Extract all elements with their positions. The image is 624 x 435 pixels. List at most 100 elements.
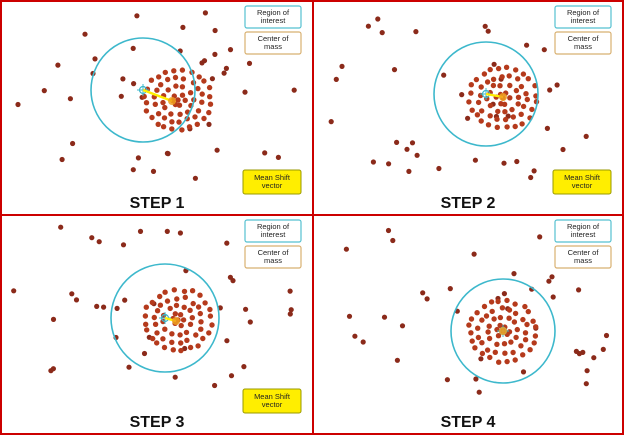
data-point — [520, 352, 526, 358]
data-point — [466, 99, 472, 105]
data-point — [479, 350, 486, 357]
data-point — [187, 90, 194, 96]
legend-msv-label: Mean Shift — [254, 392, 291, 401]
data-point — [530, 318, 536, 324]
data-point — [339, 63, 345, 69]
legend-roi-label: interest — [261, 230, 287, 239]
data-point — [201, 78, 207, 84]
data-point — [179, 127, 185, 133]
data-point — [502, 109, 508, 115]
data-point — [144, 327, 150, 333]
data-point — [154, 87, 160, 93]
data-point — [177, 230, 183, 236]
data-point — [519, 121, 525, 127]
data-point — [89, 235, 95, 241]
data-point — [603, 332, 610, 339]
data-point — [130, 167, 136, 173]
data-point — [483, 313, 490, 319]
data-point — [375, 16, 381, 22]
data-point — [15, 101, 21, 108]
data-point — [221, 70, 227, 76]
data-point — [504, 358, 510, 365]
data-point — [487, 102, 494, 109]
data-point — [230, 278, 236, 284]
data-point — [154, 330, 160, 336]
data-point — [550, 294, 556, 300]
data-point — [114, 305, 120, 311]
data-point — [212, 27, 218, 34]
data-point — [199, 91, 205, 97]
data-point — [187, 321, 194, 327]
data-point — [161, 344, 168, 351]
data-point — [478, 356, 484, 362]
data-point — [82, 31, 88, 37]
legend-com-label: mass — [264, 42, 282, 51]
data-point — [370, 159, 376, 165]
data-point — [414, 152, 420, 158]
data-point — [154, 340, 160, 346]
data-point — [152, 101, 158, 108]
data-point — [206, 330, 212, 336]
data-point — [518, 111, 524, 118]
data-point — [491, 61, 497, 67]
data-point — [487, 66, 493, 73]
data-point — [157, 302, 164, 308]
data-point — [241, 364, 247, 370]
data-point — [515, 76, 521, 82]
data-point — [520, 369, 527, 375]
data-point — [152, 321, 159, 327]
data-point — [466, 322, 472, 328]
data-point — [70, 140, 76, 147]
data-point — [485, 122, 492, 128]
data-point — [165, 76, 171, 83]
data-point — [120, 242, 127, 248]
data-point — [187, 344, 194, 351]
data-point — [475, 99, 482, 106]
data-point — [55, 62, 61, 68]
data-point — [501, 341, 508, 347]
data-point — [473, 76, 480, 83]
step-label: STEP 1 — [130, 195, 185, 212]
data-point — [130, 45, 136, 52]
data-point — [192, 175, 198, 181]
data-point — [172, 74, 179, 81]
data-point — [497, 83, 503, 89]
data-point — [385, 227, 392, 234]
data-point — [143, 321, 149, 327]
data-point — [207, 306, 213, 313]
data-point — [481, 303, 488, 310]
data-point — [497, 322, 503, 329]
data-point — [472, 345, 478, 351]
data-point — [499, 74, 505, 80]
data-point — [513, 67, 519, 73]
data-point — [141, 93, 147, 100]
data-point — [143, 100, 150, 106]
data-point — [494, 124, 500, 130]
data-point — [352, 333, 358, 339]
data-point — [471, 251, 477, 257]
data-point — [413, 29, 419, 35]
data-point — [512, 310, 519, 317]
data-point — [202, 300, 208, 306]
data-point — [520, 316, 526, 323]
data-point — [506, 73, 512, 79]
data-point — [549, 274, 555, 280]
step-label: STEP 2 — [441, 195, 496, 212]
data-point — [365, 23, 371, 29]
data-point — [149, 299, 155, 306]
data-point — [118, 93, 124, 99]
data-point — [390, 237, 396, 244]
data-point — [459, 92, 465, 98]
data-point — [560, 146, 566, 153]
dense-cluster — [141, 67, 214, 133]
data-point — [486, 323, 492, 329]
region-of-interest-circle — [110, 263, 220, 373]
data-point — [50, 366, 57, 372]
center-of-mass-marker — [499, 327, 507, 335]
data-point — [200, 335, 206, 342]
region-of-interest-circle — [433, 41, 539, 147]
